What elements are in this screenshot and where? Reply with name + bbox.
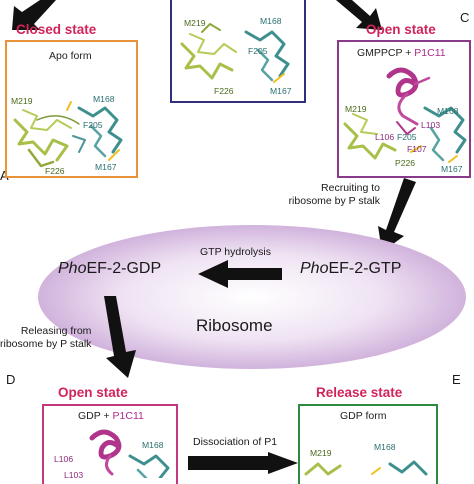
panel-d-title: Open state: [58, 385, 128, 400]
gdp-label-rest: EF-2-GDP: [86, 260, 162, 277]
res-a-f226: F226: [45, 166, 65, 176]
res-a-m167: M167: [95, 162, 117, 172]
panel-letter-a: A: [0, 168, 9, 183]
gtp-label: PhoEF-2-GTP: [300, 260, 401, 278]
res-e-m168: M168: [374, 442, 396, 452]
dissociation-arrow: [188, 452, 298, 474]
res-d-l106: L106: [54, 454, 73, 464]
panel-d-label-prefix: GDP +: [78, 410, 113, 422]
panel-c-label-prefix: GMPPCP +: [357, 47, 415, 59]
release-caption: Releasing from ribosome by P stalk: [0, 325, 91, 351]
res-c-m168: M168: [437, 106, 459, 116]
gdp-label: PhoEF-2-GDP: [58, 260, 161, 278]
panel-a-structure: M219 M168 F205 F226 M167: [11, 94, 123, 176]
res-e-m219: M219: [310, 448, 332, 458]
recruit-line-2: ribosome by P stalk: [288, 195, 380, 207]
res-c-f107: F107: [407, 144, 427, 154]
release-arrow: [104, 296, 136, 378]
panel-a-label: Apo form: [49, 50, 92, 62]
dissociation-label: Dissociation of P1: [193, 436, 278, 448]
panel-letter-c: C: [460, 10, 470, 25]
panel-e-title: Release state: [316, 385, 403, 400]
panel-letter-e: E: [452, 372, 461, 387]
recruit-line-1: Recruiting to: [321, 182, 380, 194]
ribosome-ellipse: [38, 225, 466, 369]
panel-a-box: Apo form M219 M168 F205 F226 M167: [5, 40, 138, 178]
res-c-l106: L106: [375, 132, 394, 142]
release-line-1: Releasing from: [20, 325, 92, 337]
res-b-m168: M168: [260, 16, 282, 26]
panel-e-box: GDP form M219 M168: [298, 404, 438, 484]
panel-c-label-p1: P1C11: [414, 47, 446, 59]
hydrolysis-arrow: [198, 260, 282, 288]
top-right-arrow: [336, 0, 382, 30]
panel-e-structure: M219 M168: [304, 442, 428, 476]
recruit-arrow: [378, 178, 416, 252]
ribosome-label: Ribosome: [196, 316, 273, 335]
release-line-2: ribosome by P stalk: [0, 338, 92, 350]
panel-e-label: GDP form: [340, 410, 387, 422]
res-c-p226: P226: [395, 158, 415, 168]
res-d-l103: L103: [64, 470, 83, 478]
panel-d-label: GDP + P1C11: [78, 410, 144, 422]
panel-letter-d: D: [6, 372, 16, 387]
res-b-m167: M167: [270, 86, 292, 96]
res-b-m219: M219: [184, 18, 206, 28]
gdp-label-italic: Pho: [58, 260, 87, 277]
panel-b-structure: M219 M168 F205 F226 M167: [180, 16, 292, 96]
recruit-caption: Recruiting to ribosome by P stalk: [289, 182, 380, 208]
res-b-f226: F226: [214, 86, 234, 96]
panel-d-structure: L106 M168 L103: [54, 429, 170, 478]
gtp-label-italic: Pho: [300, 260, 329, 277]
panel-a-title: Closed state: [16, 22, 97, 37]
gtp-hydrolysis-label: GTP hydrolysis: [200, 246, 271, 258]
gtp-label-rest: EF-2-GTP: [328, 260, 402, 277]
res-c-m219: M219: [345, 104, 367, 114]
res-a-m168: M168: [93, 94, 115, 104]
res-a-f205: F205: [83, 120, 103, 130]
top-left-arrow: [12, 0, 56, 30]
res-c-l103: L103: [421, 120, 440, 130]
panel-d-label-p1: P1C11: [112, 410, 144, 422]
res-a-m219: M219: [11, 96, 33, 106]
panel-d-box: GDP + P1C11 L106 M168 L103: [42, 404, 178, 484]
panel-c-box: GMPPCP + P1C11 M219 M168 L103 L106 F205 …: [337, 40, 471, 178]
res-b-f205: F205: [248, 46, 268, 56]
res-d-m168: M168: [142, 440, 164, 450]
res-c-f205: F205: [397, 132, 417, 142]
panel-b-box: M219 M168 F205 F226 M167: [170, 0, 306, 103]
panel-c-structure: M219 M168 L103 L106 F205 F107 P226 M167: [343, 67, 467, 174]
res-c-m167: M167: [441, 164, 463, 174]
panel-c-label: GMPPCP + P1C11: [357, 47, 446, 59]
panel-c-title: Open state: [366, 22, 436, 37]
